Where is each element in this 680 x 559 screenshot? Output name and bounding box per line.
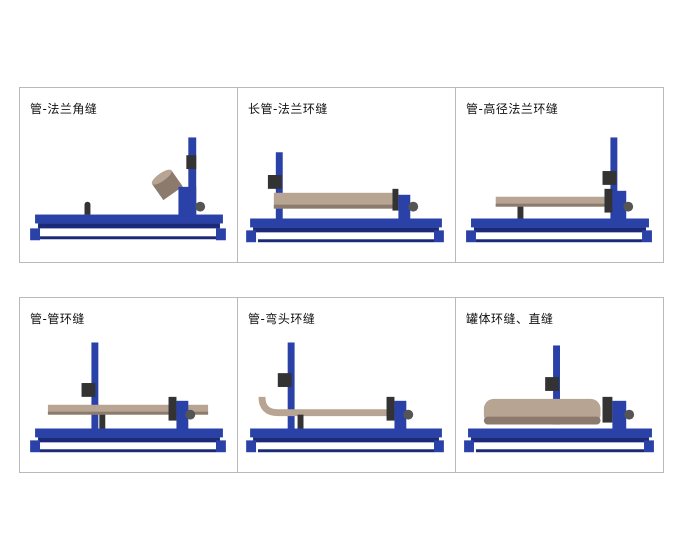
panel-pipe-pipe: 管-管环缝 bbox=[19, 297, 238, 473]
panel-label: 长管-法兰环缝 bbox=[248, 102, 328, 116]
welding-positioner-illustration bbox=[30, 137, 226, 241]
welding-positioner-illustration bbox=[246, 152, 444, 243]
panel-pipe-large-flange: 管-高径法兰环缝 bbox=[455, 87, 664, 263]
welding-positioner-illustration bbox=[30, 342, 226, 453]
panel-tank: 罐体环缝、直缝 bbox=[455, 297, 664, 473]
panel-label: 管-高径法兰环缝 bbox=[466, 102, 559, 116]
panel-long-pipe-flange: 长管-法兰环缝 bbox=[237, 87, 456, 263]
welding-positioner-illustration bbox=[466, 137, 652, 243]
welding-positioner-illustration bbox=[246, 342, 444, 453]
panel-pipe-flange-fillet: 管-法兰角缝 bbox=[19, 87, 238, 263]
panel-label: 管-弯头环缝 bbox=[248, 312, 316, 326]
panel-label: 罐体环缝、直缝 bbox=[466, 312, 554, 326]
panel-label: 管-管环缝 bbox=[30, 312, 85, 326]
panel-pipe-elbow: 管-弯头环缝 bbox=[237, 297, 456, 473]
panel-label: 管-法兰角缝 bbox=[30, 102, 98, 116]
welding-positioner-illustration bbox=[464, 345, 654, 453]
